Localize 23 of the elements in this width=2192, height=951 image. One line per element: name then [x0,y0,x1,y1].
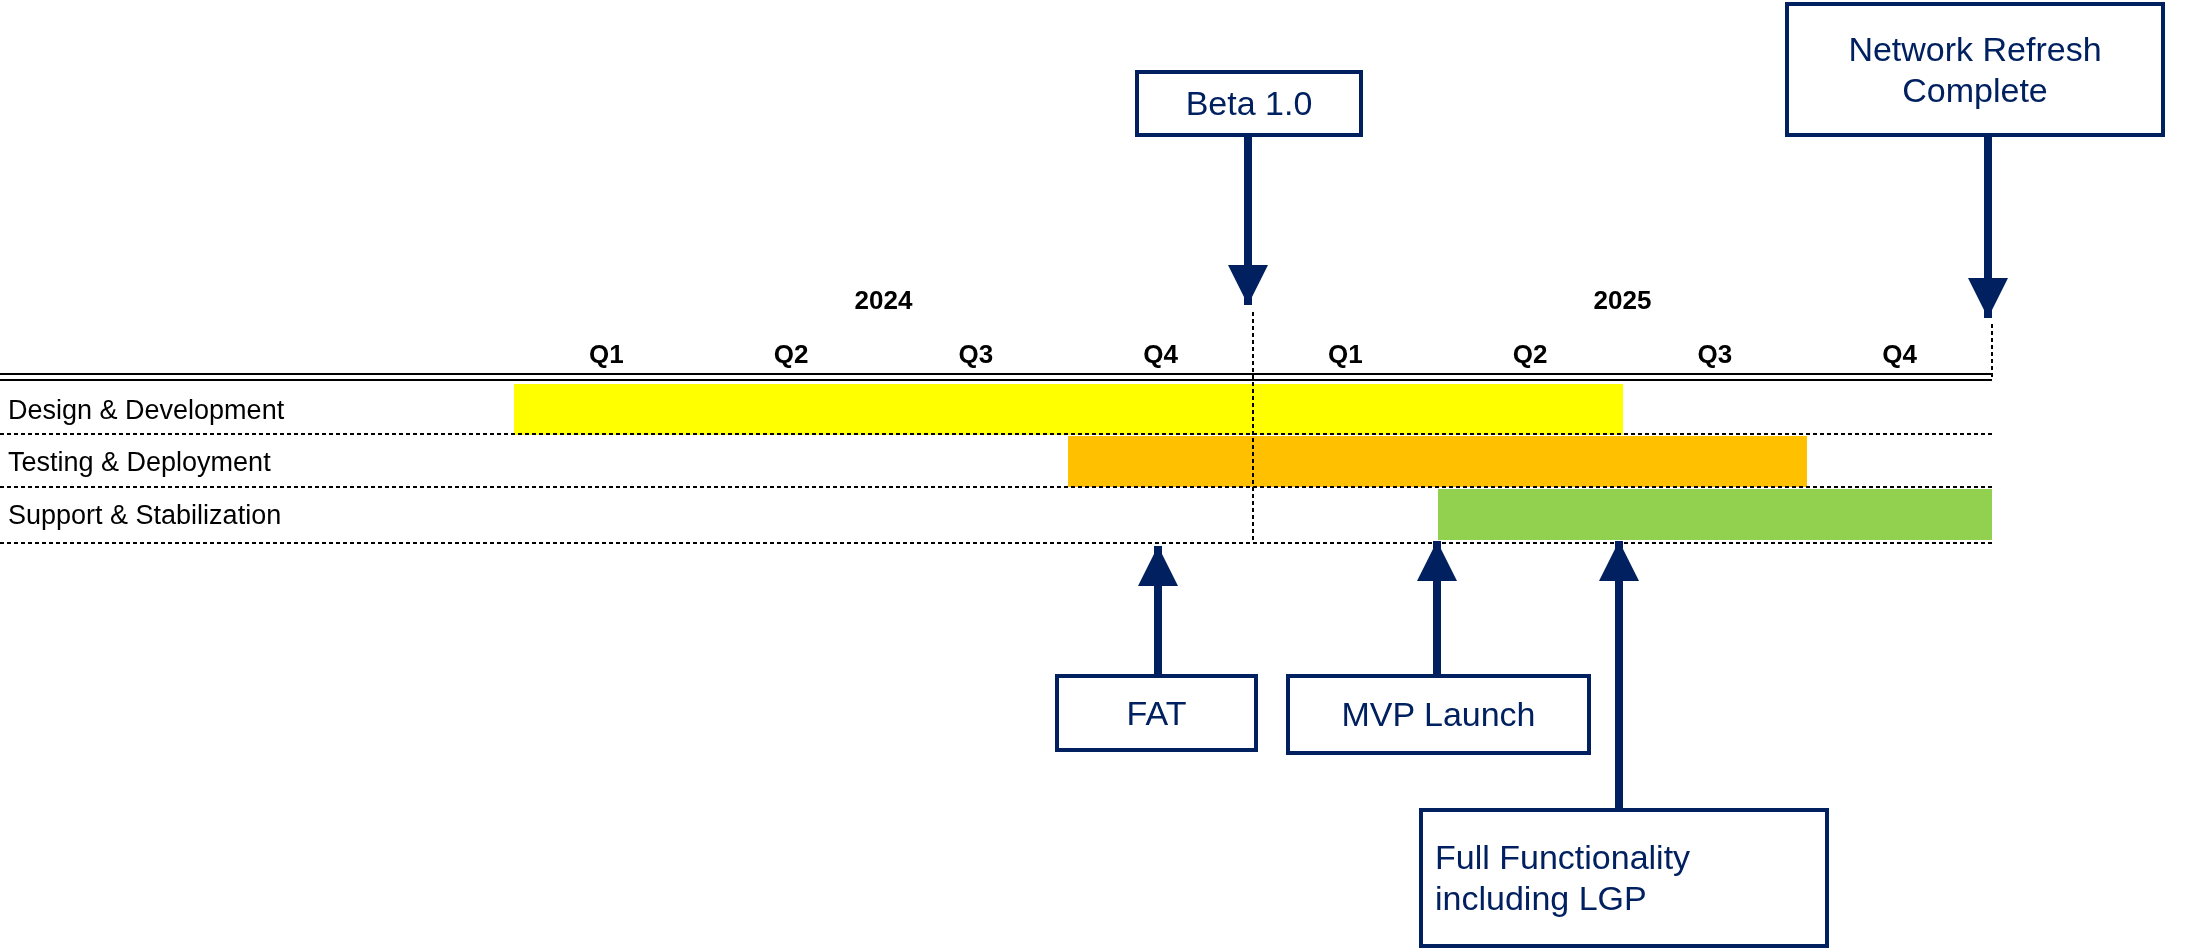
quarter-label: Q1 [589,341,624,367]
year-label: 2025 [1593,287,1652,313]
milestone-box: Network Refresh Complete [1785,2,2165,137]
task-label: Testing & Deployment [8,448,271,475]
quarter-label: Q2 [1512,341,1548,367]
arrow [1417,541,1457,674]
gantt-bar [514,384,1623,435]
gantt-bar [1437,489,1992,540]
quarter-label: Q3 [1697,341,1733,367]
quarter-label: Q2 [773,341,809,367]
milestone-box: FAT [1055,674,1258,752]
quarter-label: Q4 [1882,341,1917,367]
arrow [1599,541,1639,808]
quarter-label: Q3 [958,341,994,367]
milestone-box: Full Functionality including LGP [1419,808,1829,948]
quarter-label: Q4 [1143,341,1178,367]
gantt-bar [1068,436,1808,487]
task-label: Design & Development [8,396,285,423]
milestone-box: Beta 1.0 [1135,70,1363,137]
year-label: 2024 [854,287,913,313]
task-label: Support & Stabilization [8,501,282,528]
milestone-box: MVP Launch [1286,674,1591,755]
quarter-label: Q1 [1328,341,1363,367]
